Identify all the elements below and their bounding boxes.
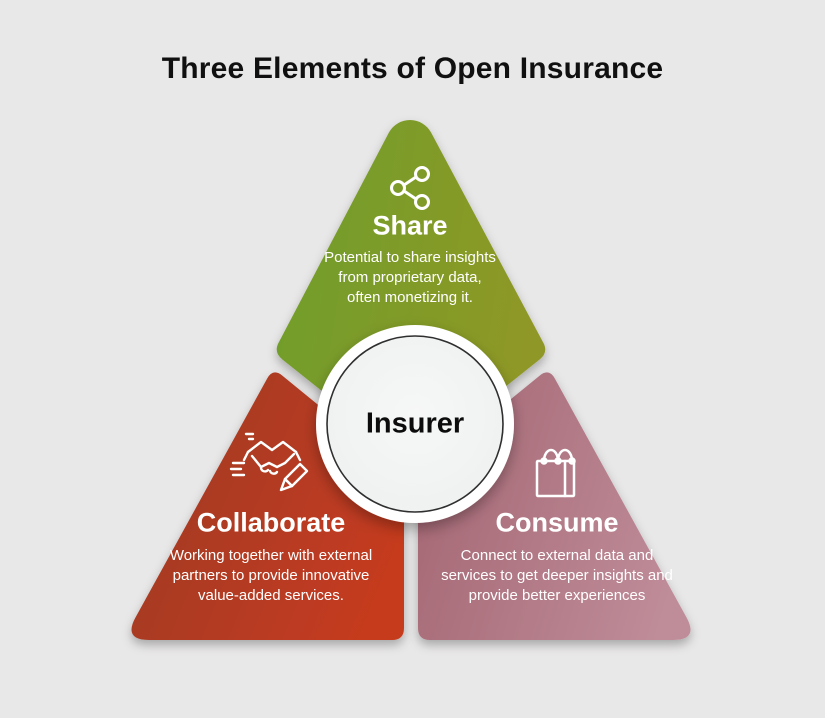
consume-heading: Consume bbox=[495, 507, 619, 538]
collaborate-description: Working together with external partners … bbox=[156, 546, 386, 606]
collaborate-description-line: value-added services. bbox=[198, 587, 344, 604]
share-description-line: often monetizing it. bbox=[347, 289, 473, 306]
collaborate-description-line: Working together with external bbox=[169, 547, 373, 564]
collaborate-heading: Collaborate bbox=[196, 507, 346, 538]
insurer-label: Insurer bbox=[365, 407, 465, 440]
consume-description-line: services to get deeper insights and bbox=[441, 567, 673, 584]
handshake-pencil-icon bbox=[229, 432, 309, 492]
consume-description: Connect to external data and services to… bbox=[427, 546, 687, 606]
shopping-bag-icon bbox=[535, 448, 576, 498]
share-description: Potential to share insights from proprie… bbox=[305, 248, 515, 308]
share-description-line: from proprietary data, bbox=[338, 269, 482, 286]
insurer-circle-inner bbox=[326, 335, 504, 513]
consume-description-line: provide better experiences bbox=[468, 587, 646, 604]
share-icon bbox=[390, 166, 430, 210]
page-title: Three Elements of Open Insurance bbox=[161, 52, 664, 85]
collaborate-description-line: partners to provide innovative bbox=[172, 567, 370, 584]
consume-description-line: Connect to external data and bbox=[460, 547, 654, 564]
share-heading: Share bbox=[372, 210, 448, 241]
share-description-line: Potential to share insights bbox=[324, 249, 496, 266]
